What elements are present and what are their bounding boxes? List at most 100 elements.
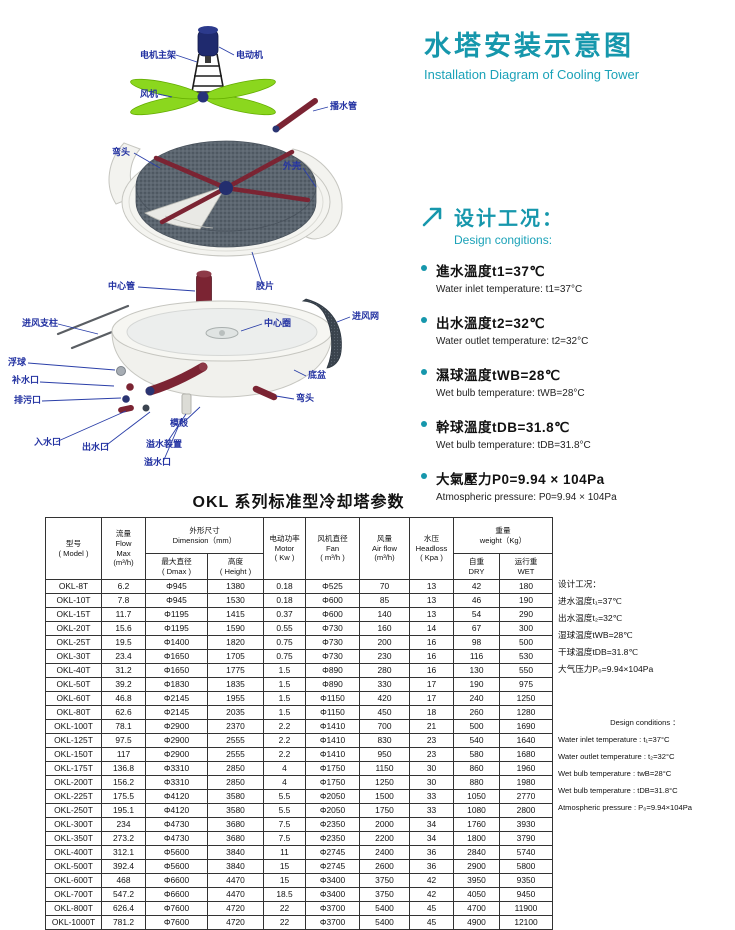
notes-en-title: Design conditions ： [610, 718, 680, 727]
table-cell: 1280 [499, 705, 553, 720]
notes-en-line: Wet bulb temperature : twB=28°C [558, 769, 672, 778]
table-cell: 14 [409, 621, 454, 636]
table-cell: 2555 [207, 747, 264, 762]
table-cell: OKL-80T [45, 705, 102, 720]
table-cell: Φ525 [305, 579, 360, 594]
table-cell: 11900 [499, 901, 553, 916]
table-cell: 4720 [207, 901, 264, 916]
page-title-en: Installation Diagram of Cooling Tower [424, 67, 640, 82]
table-cell: Φ4120 [145, 789, 208, 804]
table-cell: OKL-30T [45, 649, 102, 664]
table-cell: 4720 [207, 915, 264, 930]
motor-part [197, 26, 219, 63]
table-cell: 2840 [453, 845, 500, 860]
sprinkler-arms [153, 149, 311, 225]
table-cell: 312.1 [101, 845, 146, 860]
table-cell: 2.2 [263, 733, 306, 748]
col-header-height: 高度 ( Height ) [207, 553, 264, 580]
table-cell: Φ1195 [145, 621, 208, 636]
table-cell: OKL-300T [45, 817, 102, 832]
table-cell: 700 [359, 719, 410, 734]
callout-lines [27, 46, 351, 463]
table-cell: 130 [453, 663, 500, 678]
table-cell: OKL-15T [45, 607, 102, 622]
table-cell: Φ5600 [145, 845, 208, 860]
table-cell: 280 [359, 663, 410, 678]
table-title: OKL 系列标准型冷却塔参数 [192, 494, 405, 511]
table-cell: Φ6600 [145, 873, 208, 888]
table-cell: 11 [263, 845, 306, 860]
table-cell: OKL-225T [45, 789, 102, 804]
condition-cn: 出水溫度t2=32℃ [436, 316, 546, 331]
bullet-icon [421, 369, 427, 375]
table-cell: 54 [453, 607, 500, 622]
condition-cn: 幹球溫度tDB=31.8℃ [436, 420, 570, 435]
table-cell: 1760 [453, 817, 500, 832]
table-cell: OKL-200T [45, 775, 102, 790]
table-cell: 116 [453, 649, 500, 664]
table-cell: OKL-150T [45, 747, 102, 762]
table-cell: OKL-25T [45, 635, 102, 650]
table-cell: Φ890 [305, 663, 360, 678]
table-cell: 140 [359, 607, 410, 622]
elbow-pipe-part [145, 362, 278, 401]
part-label-air-mesh: 进风网 [352, 311, 380, 321]
table-cell: 22 [263, 915, 306, 930]
table-cell: 1380 [207, 579, 264, 594]
table-cell: 860 [453, 761, 500, 776]
table-cell: 1150 [359, 761, 410, 776]
table-cell: 1680 [499, 747, 553, 762]
table-cell: 2770 [499, 789, 553, 804]
table-cell: 23 [409, 733, 454, 748]
table-cell: Φ2900 [145, 719, 208, 734]
table-cell: OKL-50T [45, 677, 102, 692]
table-cell: OKL-10T [45, 593, 102, 608]
table-cell: OKL-800T [45, 901, 102, 916]
part-label-air-pillar: 进风支柱 [22, 318, 59, 328]
table-cell: Φ3700 [305, 915, 360, 930]
table-cell: 230 [359, 649, 410, 664]
table-cell: 626.4 [101, 901, 146, 916]
table-cell: 7.5 [263, 817, 306, 832]
table-cell: 23 [409, 747, 454, 762]
table-cell: 190 [453, 677, 500, 692]
table-cell: 1050 [453, 789, 500, 804]
table-cell: 2200 [359, 831, 410, 846]
table-cell: 0.37 [263, 607, 306, 622]
col-header-model: 型号 ( Model ) [45, 517, 102, 580]
table-cell: 1590 [207, 621, 264, 636]
col-header-fan: 风机直径 Fan ( m³/h ) [305, 517, 360, 580]
table-cell: 1080 [453, 803, 500, 818]
table-cell: 4 [263, 775, 306, 790]
table-cell: 33 [409, 803, 454, 818]
table-cell: 33 [409, 789, 454, 804]
table-cell: 4700 [453, 901, 500, 916]
table-cell: 830 [359, 733, 410, 748]
condition-en: Atmospheric pressure: P0=9.94 × 104Pa [436, 492, 617, 503]
table-cell: 34 [409, 817, 454, 832]
table-cell: 500 [453, 719, 500, 734]
table-cell: Φ890 [305, 677, 360, 692]
table-cell: Φ730 [305, 621, 360, 636]
notes-cn-line: 湿球温度tWB=28℃ [558, 630, 633, 640]
table-cell: 136.8 [101, 761, 146, 776]
part-label-elbow-top: 弯头 [112, 147, 131, 157]
bullet-icon [421, 473, 427, 479]
design-heading-en: Design congitions: [454, 233, 553, 247]
table-cell: 1820 [207, 635, 264, 650]
table-cell: Φ1150 [305, 705, 360, 720]
table-cell: 0.75 [263, 635, 306, 650]
bullet-icon [421, 265, 427, 271]
notes-cn-line: 干球温度tDB=31.8℃ [558, 647, 639, 657]
table-cell: 975 [499, 677, 553, 692]
part-label-overflow-device: 溢水装置 [146, 439, 183, 449]
table-cell: 9450 [499, 887, 553, 902]
table-cell: Φ1830 [145, 677, 208, 692]
table-cell: 1.5 [263, 705, 306, 720]
table-cell: 2000 [359, 817, 410, 832]
condition-en: Water inlet temperature: t1=37°C [436, 284, 583, 295]
table-cell: Φ2050 [305, 789, 360, 804]
